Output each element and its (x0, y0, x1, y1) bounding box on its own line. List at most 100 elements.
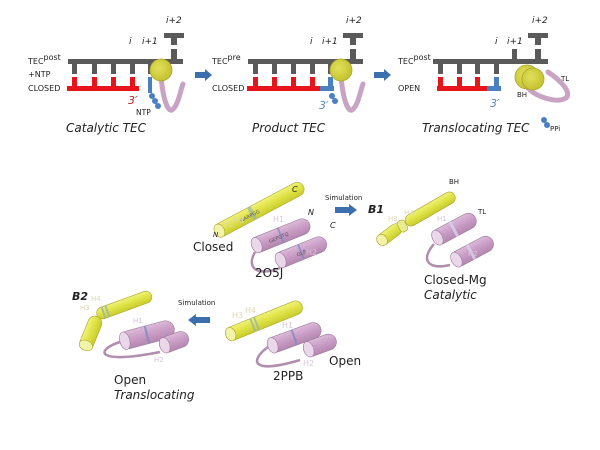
tec-label: TECpost (27, 53, 61, 66)
svg-text:H3: H3 (222, 220, 233, 229)
rna-bases (253, 77, 315, 86)
closed-label: CLOSED (212, 84, 244, 93)
template-strand (248, 59, 363, 64)
bridge-helix-kinked-upper (96, 290, 153, 320)
three-prime-label: 3′ (490, 97, 500, 110)
state-label-closed: Closed (193, 240, 233, 254)
ppi-phosphate (329, 93, 335, 99)
b1-label: B1 (368, 203, 384, 216)
trigger-loop (525, 69, 570, 103)
added-nucleotide (320, 86, 334, 91)
helix-h2-cylinder (158, 331, 189, 354)
helix-h2-cylinder (302, 333, 337, 358)
svg-text:H1: H1 (437, 215, 447, 223)
svg-text:N: N (213, 231, 219, 239)
svg-text:Simulation: Simulation (178, 299, 215, 307)
svg-text:H3: H3 (388, 215, 398, 223)
helix-h1-cylinder (119, 320, 175, 350)
ntp-phosphate (149, 93, 155, 99)
svg-text:H3: H3 (80, 304, 90, 312)
state-label-closed-mg: Closed-Mg (424, 273, 487, 287)
closed-label: CLOSED (28, 84, 60, 93)
ntp-phosphate (155, 103, 161, 109)
rna-strand (247, 86, 320, 91)
tec-label: TECpost (397, 53, 431, 66)
ntp-base (148, 77, 152, 93)
bridge-helix-cylinder (225, 300, 303, 342)
template-base-i1 (512, 49, 517, 59)
svg-text:H3: H3 (232, 311, 243, 320)
three-prime-label: 3′ (319, 99, 329, 112)
simulation-arrow-right: Simulation (325, 194, 362, 216)
state-label-open: Open (329, 354, 361, 368)
arrow-right-icon (195, 69, 212, 81)
tl-label: TL (477, 208, 486, 216)
template-strand (68, 59, 183, 64)
panel-translocating-tec: TECpost OPEN i i+1 i+2 3′ BH TL PPi Tran… (397, 16, 570, 135)
pdb-label-2ppb: 2PPB (273, 369, 303, 383)
svg-text:H1: H1 (273, 215, 284, 224)
svg-text:C: C (292, 185, 298, 194)
helix-h2-cylinder: GLP (274, 236, 327, 269)
position-i: i (129, 37, 132, 47)
rna-strand (437, 86, 487, 91)
bh-label: BH (449, 178, 459, 186)
tl-label: TL (560, 75, 569, 83)
svg-text:Simulation: Simulation (325, 194, 362, 202)
position-i1: i+1 (507, 37, 523, 47)
svg-text:H4: H4 (245, 306, 256, 315)
position-i: i (495, 37, 498, 47)
svg-text:H1: H1 (282, 321, 293, 330)
caption-product-tec: Product TEC (252, 121, 326, 135)
template-bases (253, 64, 333, 74)
bridge-helix (329, 58, 353, 82)
b2-label: B2 (72, 290, 88, 303)
helix-h1-cylinder: GEPGTQ (250, 218, 311, 254)
position-i: i (310, 37, 313, 47)
ntp-state-label: +NTP (28, 70, 51, 79)
svg-text:H2: H2 (303, 359, 314, 368)
svg-text:H4: H4 (404, 209, 414, 217)
template-bases (438, 64, 499, 74)
structure-b2: B2 H4 H3 H1 H2 Open Translocating (72, 290, 195, 402)
template-strand (433, 59, 548, 64)
panel-catalytic-tec: TECpost +NTP CLOSED i i+1 i+2 3′ NTP Cat… (27, 16, 186, 135)
bh-label: BH (517, 91, 527, 99)
bridge-helix-kinked-lower (78, 315, 103, 351)
state-label-open: Open (114, 373, 146, 387)
svg-text:H4: H4 (91, 295, 101, 303)
rna-bases (72, 77, 135, 86)
ppi-phosphate (541, 117, 547, 123)
structure-closed-2o5j: GARPGG GEPGTQ GLP H3 H4 H1 H2 N C N C Cl… (193, 182, 336, 280)
svg-text:GLP: GLP (296, 249, 307, 258)
mode-label-catalytic: Catalytic (424, 288, 477, 302)
helix-loop (103, 340, 161, 359)
template-base-i2-stem (171, 33, 177, 45)
template-bases (72, 64, 153, 74)
trigger-loop (338, 73, 366, 113)
helix-h2-cylinder (450, 235, 494, 268)
bridge-helix (149, 58, 173, 82)
helix-loop (425, 243, 451, 268)
position-i1: i+1 (142, 37, 158, 47)
trigger-loop (158, 73, 186, 113)
structure-open-2ppb: H3 H4 H1 H2 Open 2PPB (225, 300, 361, 383)
bridge-helix-cylinder: GARPGG (213, 182, 305, 238)
three-prime-label: 3′ (128, 94, 138, 107)
arrow-right-icon (374, 69, 391, 81)
template-base-i2-lower (171, 49, 177, 59)
rna-strand (67, 86, 139, 91)
ntp-phosphate (152, 98, 158, 104)
svg-text:N: N (308, 208, 314, 217)
rna-bases (438, 77, 480, 86)
helix-loop (255, 345, 301, 368)
ppi-phosphate (544, 122, 550, 128)
position-i2: i+2 (346, 16, 362, 26)
svg-text:H4: H4 (233, 216, 244, 225)
ntp-label: NTP (136, 108, 151, 117)
position-i2: i+2 (166, 16, 182, 26)
helix-loop (250, 251, 281, 273)
simulation-arrow-left: Simulation (178, 299, 215, 326)
open-label: OPEN (398, 84, 420, 93)
